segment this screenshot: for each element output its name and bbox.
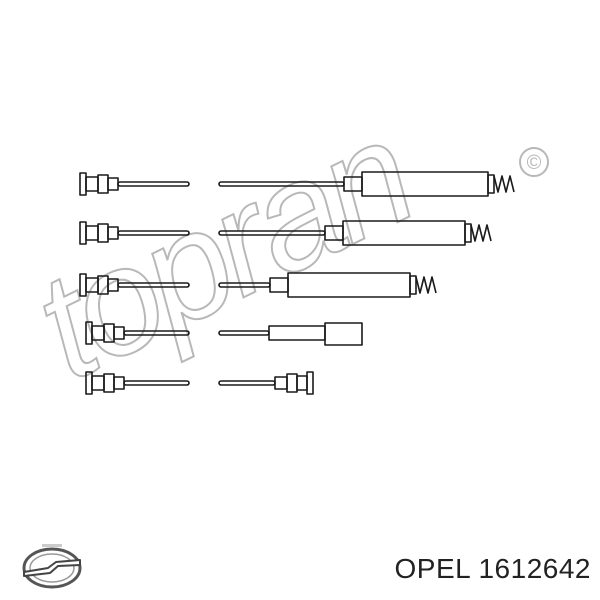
cable-2-plug-boot [324,220,492,246]
cable-5-wire-left [123,380,190,386]
part-caption: OPEL 1612642 [395,553,591,585]
watermark-text: topran [10,89,434,411]
cable-4-coil-connector [268,322,363,346]
cable-5 [85,371,314,395]
cable-5-terminal [274,371,314,395]
cable-3 [79,272,437,298]
cable-3-plug-boot [269,272,437,298]
cable-2-wire-left [117,230,190,236]
copyright-icon: © [519,147,549,177]
copyright-symbol: © [527,152,542,174]
brand-name: OPEL [394,553,471,584]
cable-3-wire-left [117,282,190,288]
cable-1-distributor-boot [79,172,119,196]
watermark: topran © [9,88,549,412]
cable-5-wire-right [218,380,276,386]
cable-3-distributor-boot [79,273,119,297]
part-number: 1612642 [478,553,591,584]
cable-1 [79,171,515,197]
cable-4 [85,321,363,346]
cable-1-wire-left [117,181,190,187]
cable-4-wire-left [123,330,190,336]
cable-1-plug-boot [343,171,515,197]
cable-2 [79,220,492,246]
opel-logo-icon [22,544,82,589]
